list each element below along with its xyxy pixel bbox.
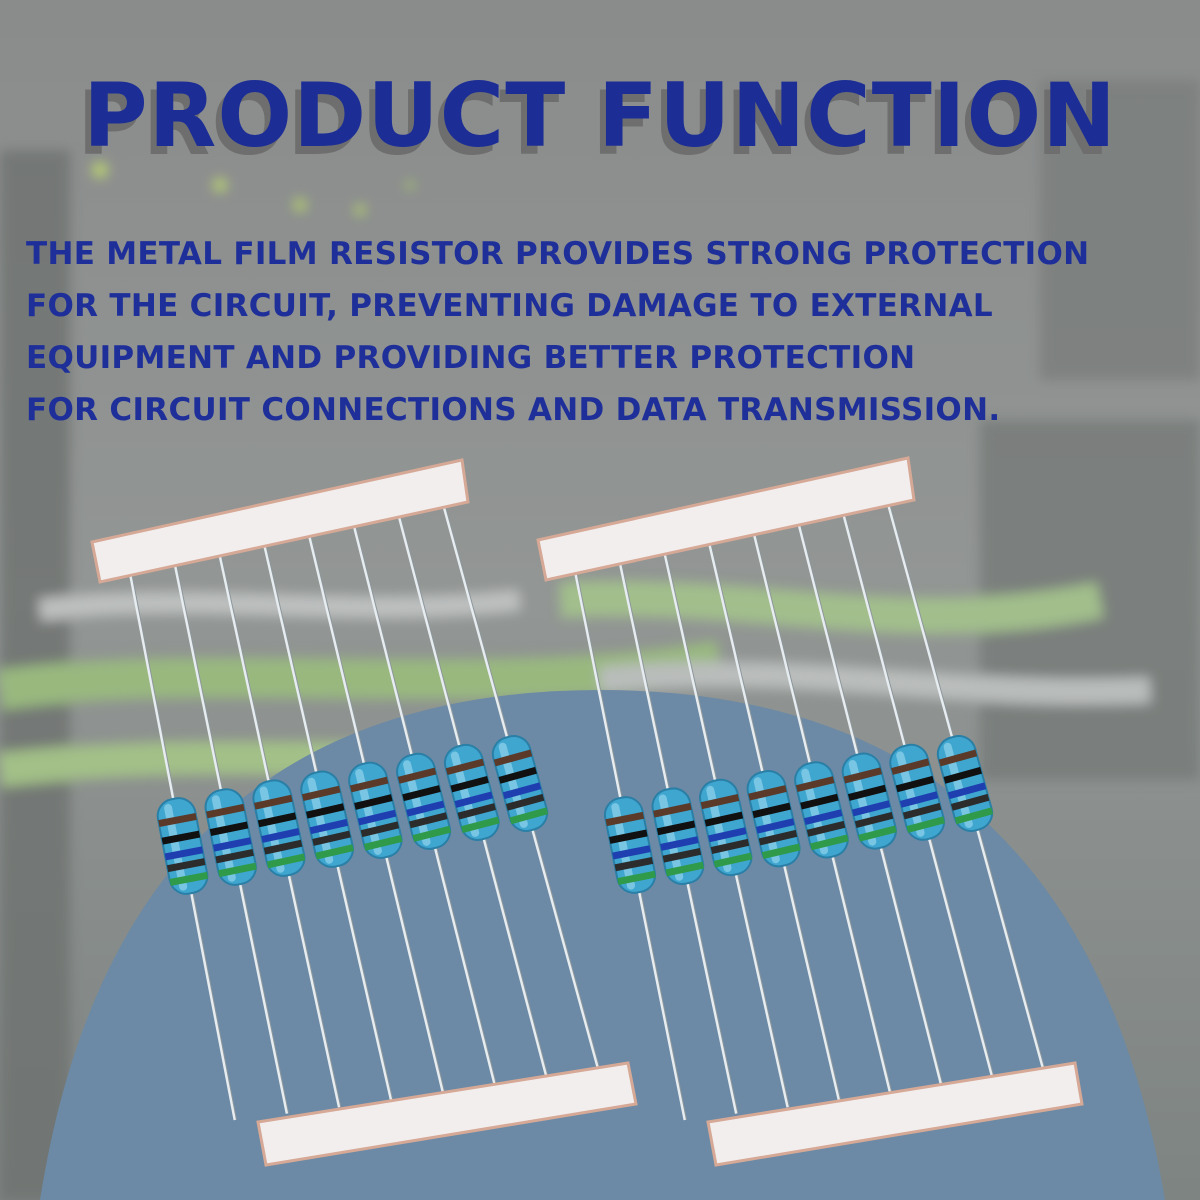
description-line-4: FOR CIRCUIT CONNECTIONS AND DATA TRANSMI…	[26, 392, 1001, 428]
resistor	[746, 769, 801, 868]
resistor	[396, 752, 452, 850]
description-line-1: THE METAL FILM RESISTOR PROVIDES STRONG …	[26, 236, 1090, 272]
resistor	[156, 797, 209, 895]
tape-top-1	[90, 458, 470, 584]
product-description: THE METAL FILM RESISTOR PROVIDES STRONG …	[26, 228, 1186, 436]
resistor	[443, 743, 500, 841]
resistor	[204, 788, 257, 886]
resistor	[699, 778, 753, 877]
resistor-strip-1	[90, 458, 638, 1167]
resistor	[491, 735, 549, 832]
resistor-strip-2	[536, 456, 1084, 1167]
description-line-2: FOR THE CIRCUIT, PREVENTING DAMAGE TO EX…	[26, 288, 993, 324]
description-line-3: EQUIPMENT AND PROVIDING BETTER PROTECTIO…	[26, 340, 916, 376]
resistor	[889, 743, 945, 841]
resistor	[841, 752, 897, 850]
resistor	[300, 770, 354, 868]
resistor	[794, 761, 849, 859]
headline-shadow: PRODUCT FUNCTION	[77, 72, 1111, 175]
tape-top-2	[536, 456, 916, 582]
tape-bottom-1	[256, 1061, 638, 1167]
resistor	[936, 735, 994, 832]
tape-bottom-2	[706, 1061, 1084, 1167]
headline: PRODUCT FUNCTION	[83, 64, 1117, 167]
resistor	[603, 796, 657, 894]
resistor	[252, 779, 306, 877]
resistor	[348, 761, 403, 859]
resistor	[651, 787, 705, 885]
